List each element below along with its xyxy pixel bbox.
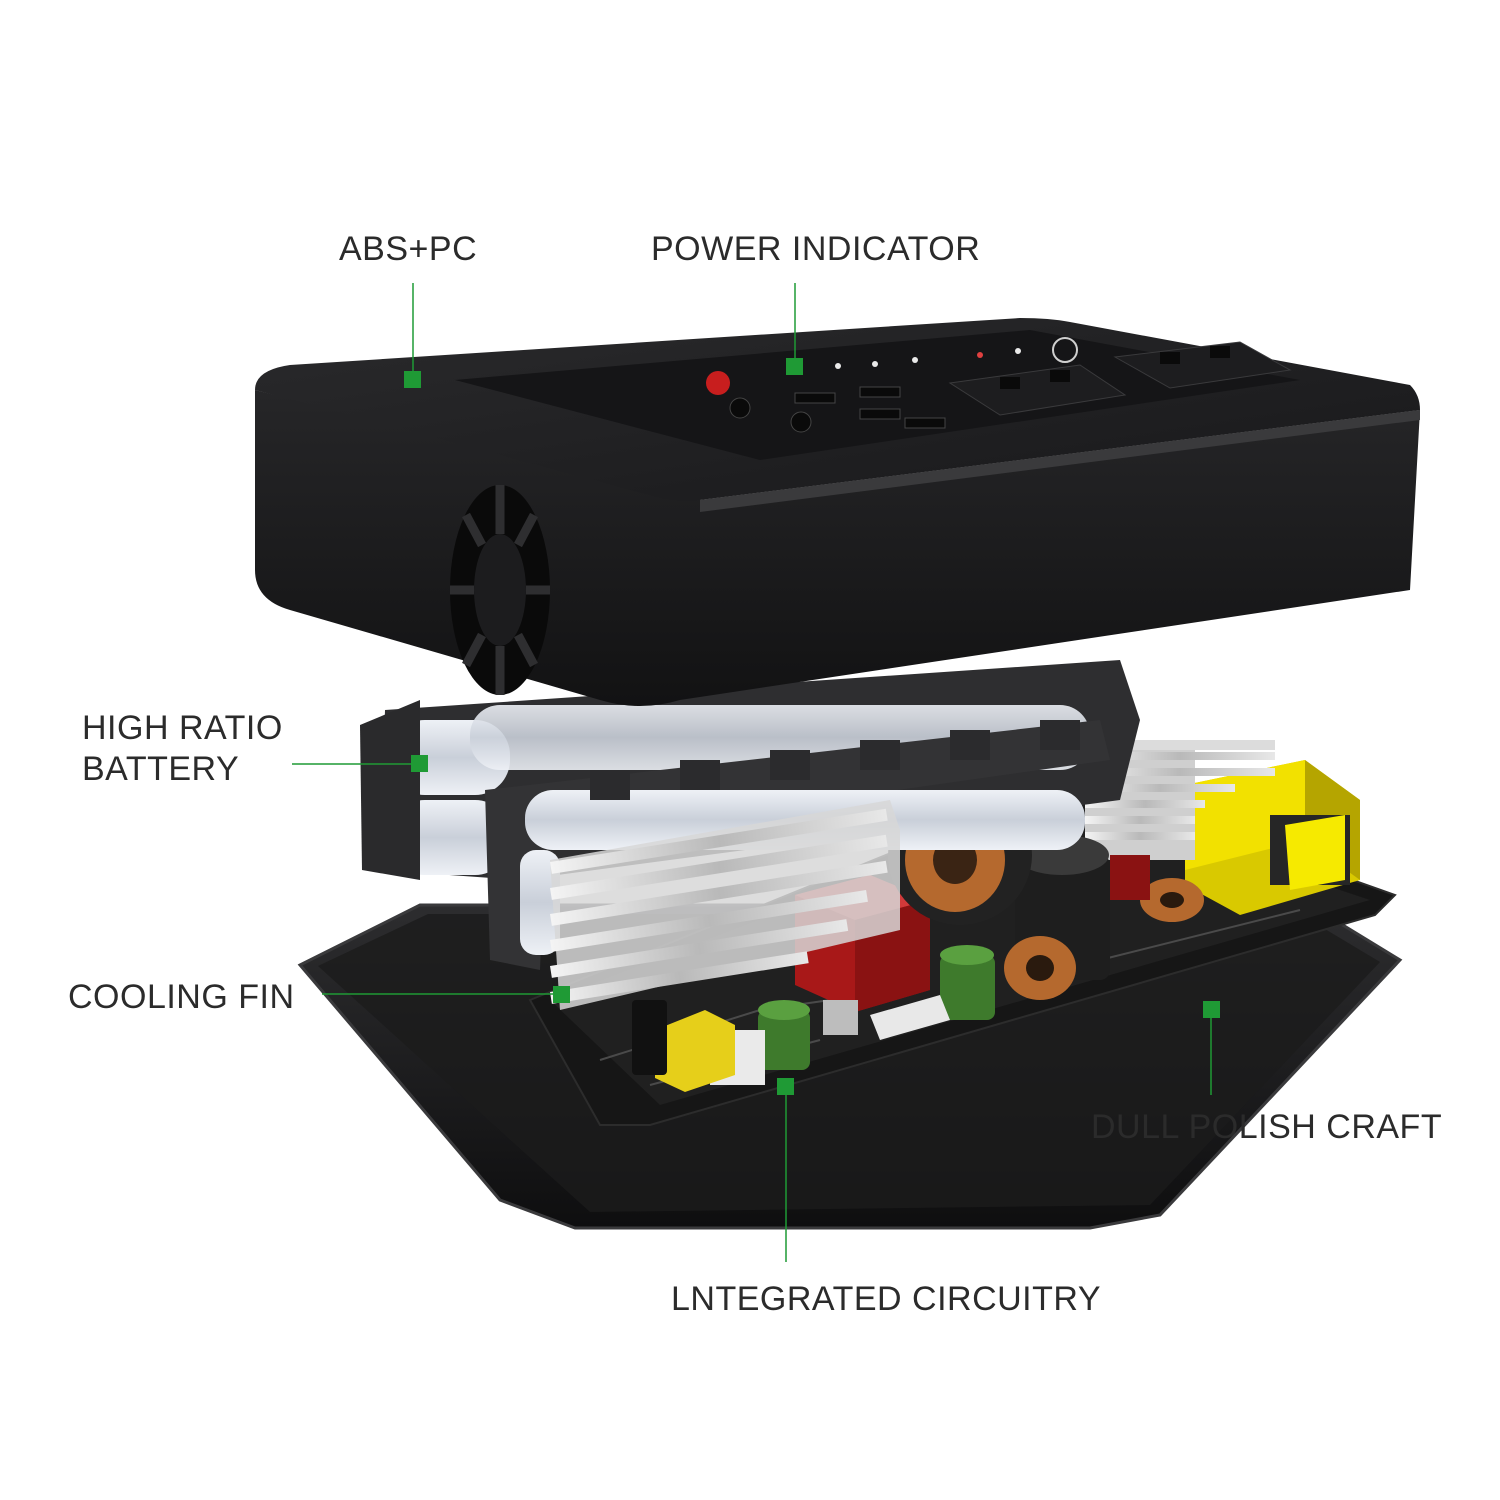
base-marker xyxy=(1203,1001,1220,1018)
small-component xyxy=(823,1000,858,1035)
black-cylinder xyxy=(632,1000,667,1075)
power-button xyxy=(706,371,730,395)
fin-marker xyxy=(553,986,570,1003)
battery-label-line-1: HIGH RATIO xyxy=(82,709,283,747)
yellow-capacitor xyxy=(655,1010,735,1092)
circuit-marker xyxy=(777,1078,794,1095)
power-indicator-label: POWER INDICATOR xyxy=(651,230,981,268)
callout-markers xyxy=(404,358,1220,1095)
battery-label: HIGH RATIO BATTERY xyxy=(82,708,283,790)
indicator-marker xyxy=(786,358,803,375)
connector xyxy=(870,995,950,1040)
mode-button xyxy=(1052,337,1078,363)
small-toroid xyxy=(1004,878,1204,1000)
callout-lines xyxy=(292,283,1212,1262)
circuit-board xyxy=(528,740,1397,1126)
cooling-fin-label: COOLING FIN xyxy=(68,978,295,1016)
ac-outlets xyxy=(948,341,1292,416)
shell-material-label: ABS+PC xyxy=(339,230,478,268)
cooling-fin xyxy=(550,800,900,1010)
dc-port xyxy=(729,397,751,419)
fan-vent xyxy=(450,485,550,695)
dull-polish-label: DULL POLISH CRAFT xyxy=(1091,1108,1443,1146)
dc-port xyxy=(790,411,812,433)
top-housing xyxy=(255,318,1420,706)
shell-marker xyxy=(404,371,421,388)
red-block xyxy=(1110,855,1150,900)
battery-pack xyxy=(360,660,1140,970)
usb-ports xyxy=(794,386,946,429)
battery-label-line-2: BATTERY xyxy=(82,750,240,788)
integrated-circuitry-label: LNTEGRATED CIRCUITRY xyxy=(671,1280,1102,1318)
battery-marker xyxy=(411,755,428,772)
